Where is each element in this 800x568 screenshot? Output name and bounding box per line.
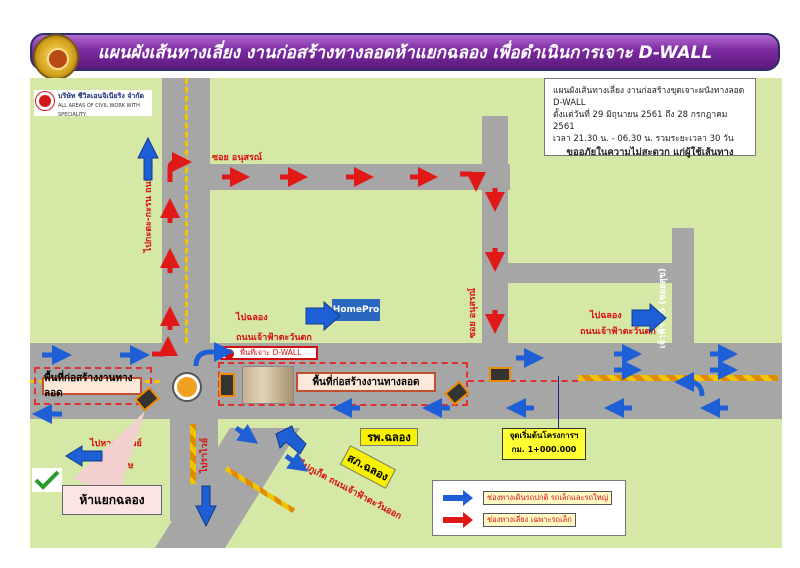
map-title-text: แผนผังเส้นทางเลี่ยง งานก่อสร้างทางลอดห้า… [97,42,713,63]
hospital-text: รพ.ฉลอง [367,431,411,444]
legend-blue-arrow-icon [443,490,473,506]
big-arrow-down-south [195,485,217,528]
check-icon [34,470,60,490]
warning-sign-west [134,386,160,412]
company-logo: บริษัท ซีวิลเอนจิเนียริง จำกัด ALL AREAS… [34,90,152,118]
work-area-main-label: พื้นที่ก่อสร้างงานทางลอด [296,372,436,392]
start-point-title: จุดเริ่มต้นโครงการฯ [509,431,579,440]
work-area-west-label: พื้นที่ก่อสร้างงานทางลอด [42,373,142,399]
project-start-point-box: จุดเริ่มต้นโครงการฯ กม. 1+000.000 [502,428,586,460]
intersection-callout-text: ห้าแยกฉลอง [79,492,145,507]
red-arrow-soi-turn [460,171,486,192]
company-name: บริษัท ซีวิลเอนจิเนียริง จำกัด [58,92,145,100]
to-chalong-right-label: ไปฉลอง [590,311,622,321]
hospital-label: รพ.ฉลอง [360,428,418,446]
legend-row-normal: ช่องทางเดินรถปกติ รถเล็กและรถใหญ่ [439,489,621,507]
to-chalong-left-label: ไปฉลอง [236,313,268,323]
start-point-km: กม. 1+000.000 [511,445,577,454]
wiset-road-label: ถนนวิเศษ [96,461,134,471]
warning-sign-main [219,373,235,397]
road-east-branch [508,263,690,283]
check-mark-logo [32,468,62,492]
company-mark-icon [36,92,54,110]
big-arrow-up-kata [137,136,159,181]
median-south-center [190,424,196,484]
red-arrow-turn-north [167,152,192,182]
info-line-3: เวลา 21.30 น. - 06.30 น. รวมระยะเวลา 30 … [553,134,734,144]
legend-detour-text: ช่องทางเลี่ยง เฉพาะรถเล็ก [483,513,576,527]
big-arrow-right-chalong-right [631,302,667,334]
homepro-logo: HomePro [332,299,380,321]
legend-red-arrow-icon [443,512,473,528]
info-apology: ขออภัยในความไม่สะดวก แก่ผู้ใช้เส้นทาง [566,147,734,158]
warning-sign-taper-2 [489,367,511,382]
government-seal-logo [33,34,79,80]
normal-route-arrows [32,342,738,472]
project-info-box: แผนผังเส้นทางเลี่ยง งานก่อสร้างขุดเจาะผน… [544,78,756,158]
intersection-callout-box: ห้าแยกฉลอง [62,485,162,515]
construction-zone-west [34,367,152,405]
warning-sign-taper-1 [444,380,470,406]
large-blue-arrows [65,136,667,528]
road-soi-anuson-vertical [482,116,508,344]
info-line-2: ตั้งแต่วันที่ 29 มิถุนายน 2561 ถึง 28 กร… [553,110,728,132]
work-area-main-text: พื้นที่ก่อสร้างงานทางลอด [312,376,420,388]
map-title: แผนผังเส้นทางเลี่ยง งานก่อสร้างทางลอดห้า… [30,33,780,71]
roundabout-marker [174,374,200,400]
big-arrow-right-chalong-left [305,300,341,332]
blue-arrow-uturn [193,342,234,367]
dwall-site-photo [242,366,294,404]
road-soi-chaofa45 [672,228,694,348]
chaofa-left-label: ถนนเจ้าฟ้าตะวันตก [236,333,312,343]
start-point-pointer-line [558,376,559,428]
blue-arrow-southeast-2 [284,452,309,472]
soi-anuson-top-label: ซอย อนุสรณ์ [212,153,263,163]
legend-row-detour: ช่องทางเลี่ยง เฉพาะรถเล็ก [439,511,621,529]
detour-route-arrows [152,152,505,357]
work-area-west-text: พื้นที่ก่อสร้างงานทางลอด [44,373,133,399]
blue-arrow-uturn-east [674,372,705,397]
dwall-point-text: พื้นที่เจาะ D-WALL [240,348,302,357]
big-arrow-phuket-town [275,425,307,455]
to-rawai-label: ไปหาดราไวย์ [90,439,142,449]
red-arrow-main-turn [152,336,178,357]
construction-zone-east-taper [468,368,578,382]
homepro-text: HomePro [332,305,380,315]
detour-warning-signs [134,367,511,412]
legend-box: ช่องทางเดินรถปกติ รถเล็กและรถใหญ่ ช่องทา… [432,480,626,536]
legend-normal-text: ช่องทางเดินรถปกติ รถเล็กและรถใหญ่ [483,491,613,505]
big-arrow-left-rawai [65,445,103,467]
info-line-1: แผนผังเส้นทางเลี่ยง งานก่อสร้างขุดเจาะผน… [553,86,745,108]
chaofa-right-label: ถนนเจ้าฟ้าตะวันตก [580,327,656,337]
blue-arrow-southeast-1 [234,424,259,444]
map-area: พื้นที่ก่อสร้างงานทางลอด พื้นที่ก่อสร้าง… [30,78,782,548]
company-tagline: ALL AREAS OF CIVIL WORK WITH SPECIALITY [58,103,140,118]
route-arrows-overlay [32,136,738,528]
centerline-north [185,78,188,343]
